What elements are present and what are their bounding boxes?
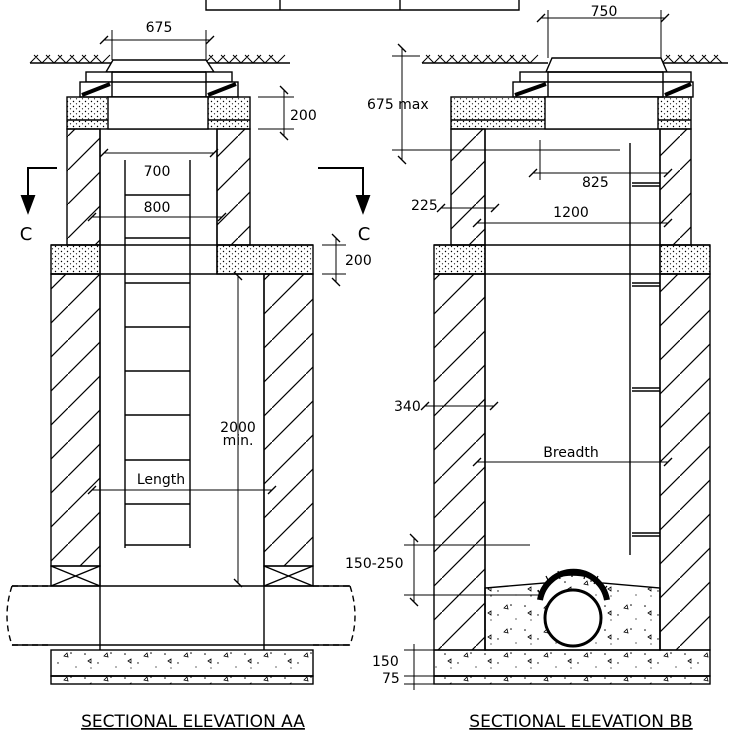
dim-800-aa: 800 xyxy=(144,200,171,216)
ground-line-aa-left xyxy=(29,54,112,64)
elevation-bb xyxy=(392,10,728,690)
dim-150-bb: 150 xyxy=(372,654,399,670)
chamber-wall-aa-left xyxy=(50,273,101,567)
cover-frame-bb xyxy=(512,57,694,98)
dim-75-bb: 75 xyxy=(382,671,400,687)
elevation-aa xyxy=(6,30,371,685)
dim-200-roof-aa: 200 xyxy=(345,253,372,269)
ground-line-aa-right xyxy=(204,54,290,64)
section-marker-c-left xyxy=(20,167,57,215)
pipe-crossing-aa xyxy=(50,565,314,587)
dim-200-cover-aa: 200 xyxy=(290,108,317,124)
title-aa: SECTIONAL ELEVATION AA xyxy=(81,712,305,732)
base-slab-bb xyxy=(433,649,711,677)
dim-340-bb: 340 xyxy=(394,399,421,415)
chamber-wall-aa-right xyxy=(263,273,314,567)
section-label-c-right: C xyxy=(358,224,371,245)
ladder-bb xyxy=(629,143,660,555)
dim-825-bb: 825 xyxy=(582,175,609,191)
section-marker-c-right xyxy=(318,167,371,215)
ground-line-bb-left xyxy=(421,54,548,64)
dim-2000-aa: 2000 xyxy=(220,420,256,436)
ladder-aa xyxy=(124,160,191,548)
title-bb: SECTIONAL ELEVATION BB xyxy=(469,712,692,732)
shaft-wall-aa-right xyxy=(216,128,251,246)
base-slab-aa xyxy=(50,649,314,677)
top-title-frame xyxy=(205,0,520,11)
dim-length-aa: Length xyxy=(137,472,185,488)
dimensions-aa xyxy=(87,30,346,588)
shaft-wall-bb-right xyxy=(659,128,692,246)
dim-min-aa: min. xyxy=(223,433,254,449)
roof-slab-bb-right xyxy=(659,244,711,275)
ground-line-bb-right xyxy=(661,54,728,64)
dim-750-bb: 750 xyxy=(591,4,618,20)
cover-frame-aa xyxy=(79,59,239,98)
dim-700-aa: 700 xyxy=(144,164,171,180)
dim-150-250-bb: 150-250 xyxy=(345,556,404,572)
dim-breadth-bb: Breadth xyxy=(543,445,599,461)
roof-slab-aa-left xyxy=(50,244,101,275)
dimensions-bb xyxy=(392,10,673,690)
pipe-aa xyxy=(6,585,356,646)
dim-675max-bb: 675 max xyxy=(367,97,429,113)
dim-225-bb: 225 xyxy=(411,198,438,214)
dim-675-aa: 675 xyxy=(146,20,173,36)
section-label-c-left: C xyxy=(20,224,33,245)
roof-slab-bb-left xyxy=(433,244,486,275)
dim-1200-bb: 1200 xyxy=(553,205,589,221)
roof-slab-aa-right xyxy=(216,244,314,275)
chamber-wall-bb-right xyxy=(659,273,711,651)
pipe-bb xyxy=(537,568,610,648)
shaft-wall-bb-left xyxy=(450,128,486,246)
shaft-wall-aa-left xyxy=(66,128,101,246)
